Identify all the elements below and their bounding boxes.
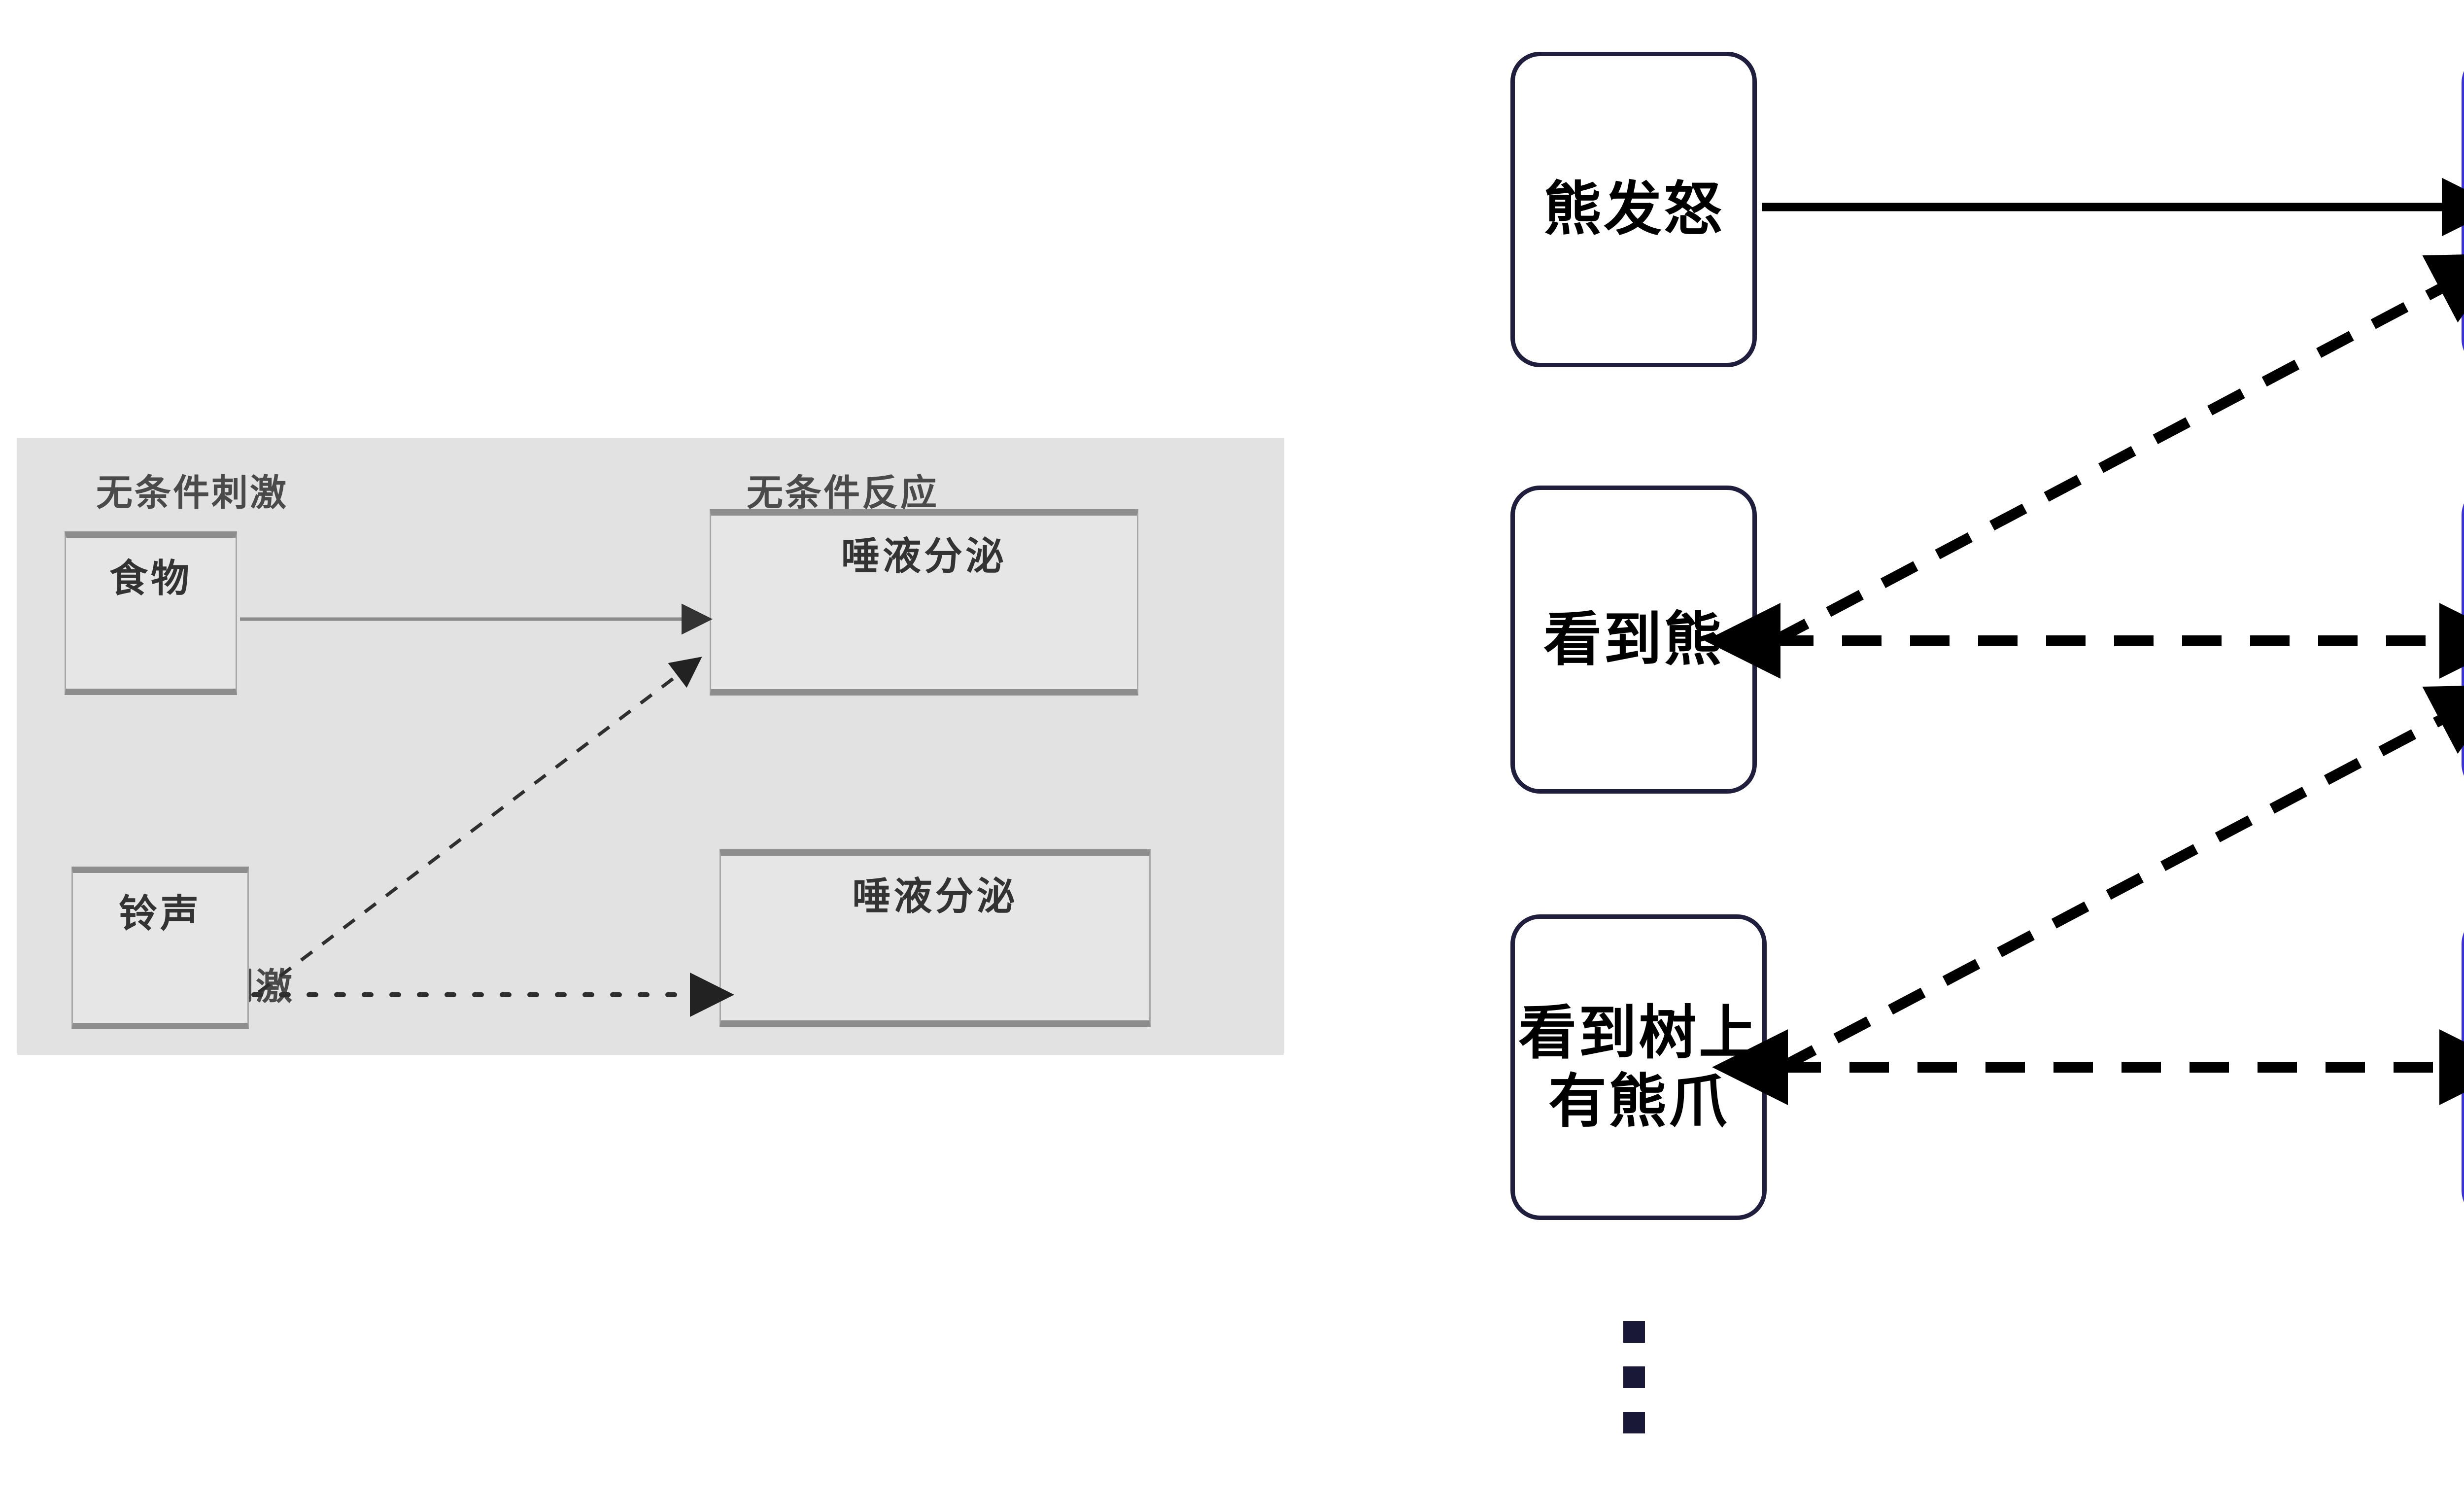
left-column-ellipsis [1623,1321,1645,1433]
pavlov-box-bell-label: 铃声 [118,892,202,936]
rl-node-see-claw-on-tree-label: 看到树上 有熊爪 [1518,998,1759,1135]
pavlov-box-salivation-bottom: 唾液分泌 [719,849,1151,1027]
label-unconditioned-stimulus: 无条件刺激 [96,472,288,514]
rl-node-value-next-state[interactable]: V(s′) [2462,486,2464,794]
rl-node-bear-angry-label: 熊发怒 [1543,175,1724,244]
pavlov-box-food-label: 食物 [109,557,192,601]
pavlov-arrow-bell-salivation-top [257,657,702,994]
ellipsis-square [1623,1366,1645,1388]
rl-node-see-bear[interactable]: 看到熊 [1510,486,1757,794]
rl-node-reward[interactable]: 奖励 [2462,53,2464,369]
rl-node-bear-angry[interactable]: 熊发怒 [1510,52,1757,367]
pavlov-box-food: 食物 [65,531,237,695]
rl-node-see-claw-on-tree[interactable]: 看到树上 有熊爪 [1510,914,1767,1220]
pavlov-box-salivation-top: 唾液分泌 [710,509,1138,696]
pavlov-box-salivation-top-label: 唾液分泌 [841,534,1007,579]
label-unconditioned-response: 无条件反应 [747,472,939,514]
pavlov-box-bell: 铃声 [71,867,249,1029]
rl-node-see-bear-label: 看到熊 [1543,605,1724,673]
rl-arrow-see-claw-to-value-next-state [1779,685,2464,1072]
ellipsis-square [1623,1412,1645,1433]
rl-arrow-see-bear-to-reward [1771,253,2464,646]
rl-node-value-state[interactable]: V(s) [2462,914,2464,1220]
pavlov-box-salivation-bottom-label: 唾液分泌 [852,874,1018,919]
pavlov-conditioning-panel: 无条件刺激 无条件反应 条件刺激 条件反应 食物 铃声 唾液分泌 唾液分泌 [17,438,1284,1055]
ellipsis-square [1623,1321,1645,1343]
